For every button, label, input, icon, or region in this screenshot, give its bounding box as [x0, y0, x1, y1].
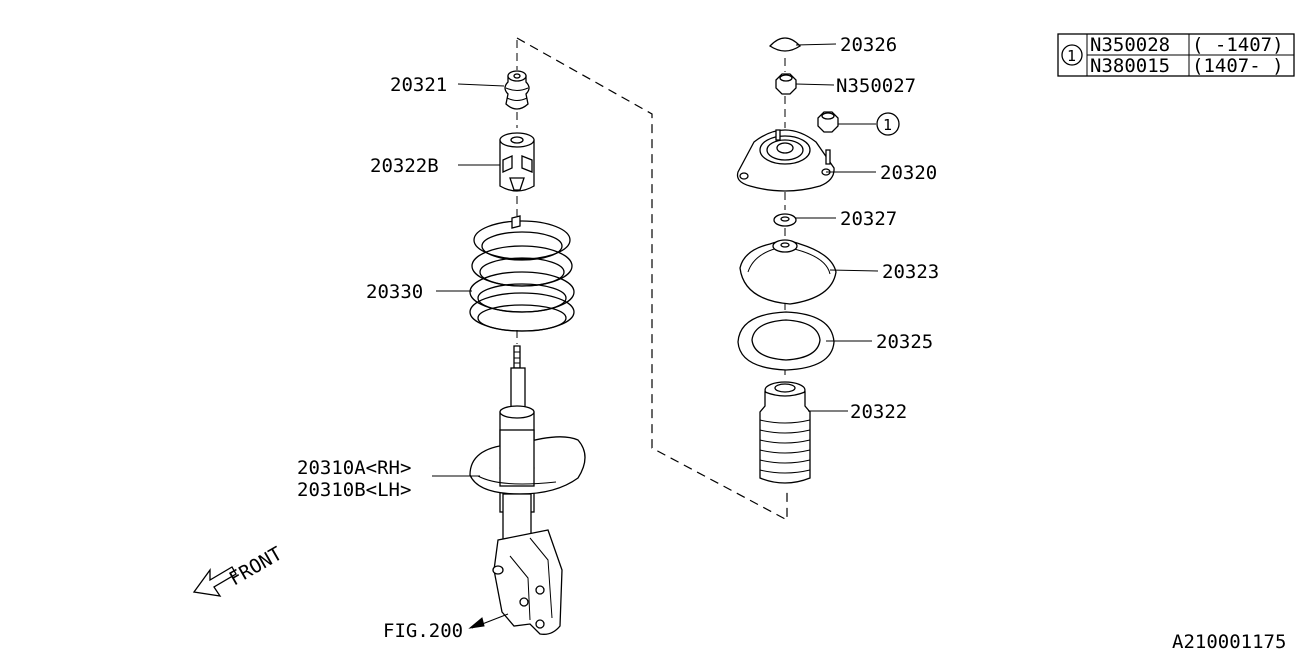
- label-n350027: N350027: [836, 75, 916, 97]
- label-20322: 20322: [850, 401, 907, 423]
- label-20323: 20323: [882, 261, 939, 283]
- spacer-20322b: [499, 132, 535, 192]
- label-20327: 20327: [840, 208, 897, 230]
- label-20321: 20321: [390, 74, 447, 96]
- label-20310a: 20310A<RH>: [297, 457, 411, 479]
- nut-n350027: [775, 73, 797, 95]
- cap-20326: [769, 37, 801, 52]
- rubber-seat-20325: [737, 311, 835, 371]
- legend-ref-circle: [1061, 44, 1083, 66]
- assembly-dashed-outline: [516, 37, 788, 521]
- spring-seat-20323: [739, 239, 837, 305]
- legend-row-2-range: (1407- ): [1192, 55, 1284, 77]
- label-20325: 20325: [876, 331, 933, 353]
- callout-1-circle: [876, 112, 900, 136]
- front-arrow-icon: [192, 566, 237, 597]
- label-front: FRONT: [226, 543, 287, 591]
- bump-stopper-20321: [504, 70, 530, 110]
- reference-legend-table: 1 N350028 ( -1407) N380015 (1407- ): [1057, 33, 1295, 77]
- flange-nut-callout-1: [817, 111, 839, 133]
- label-20322b: 20322B: [370, 155, 439, 177]
- dust-boot-20322: [759, 381, 811, 484]
- label-callout-1: 1: [883, 116, 892, 134]
- diagram-id: A210001175: [1172, 631, 1286, 653]
- coil-spring-20330: [469, 215, 575, 332]
- label-20310b: 20310B<LH>: [297, 479, 411, 501]
- label-fig-200: FIG.200: [383, 620, 463, 642]
- label-20330: 20330: [366, 281, 423, 303]
- legend-row-1-part: N350028: [1090, 34, 1170, 56]
- legend-row-2-part: N380015: [1090, 55, 1170, 77]
- legend-ref-number: 1: [1067, 47, 1076, 65]
- strut-mount-20320: [736, 129, 835, 192]
- fig-200-arrow: [468, 613, 509, 629]
- label-20320: 20320: [880, 162, 937, 184]
- legend-row-1-range: ( -1407): [1192, 34, 1284, 56]
- washer-20327: [773, 213, 797, 227]
- label-20326: 20326: [840, 34, 897, 56]
- leader-lines: [432, 43, 879, 477]
- strut-20310: [469, 345, 586, 635]
